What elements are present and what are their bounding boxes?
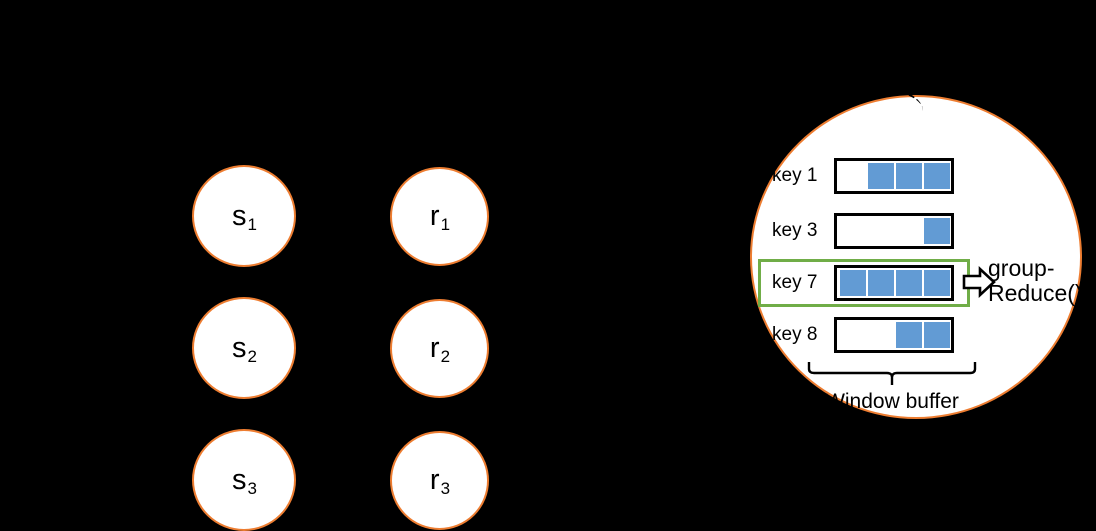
operator-circle-r2[interactable]: r2 <box>390 299 489 398</box>
buffer-slot-filled <box>924 163 950 189</box>
group-reduce-label: group- Reduce() <box>988 256 1083 306</box>
buffer-slot-filled <box>868 270 894 296</box>
buffer-row-key-8[interactable]: key 8 <box>772 316 954 354</box>
buffer-slot-empty <box>868 218 894 244</box>
operator-label-s1: s1 <box>232 199 257 234</box>
buffer-slot-empty <box>840 163 866 189</box>
buffer-slot-filled <box>924 218 950 244</box>
operator-label-s2: s2 <box>232 331 257 366</box>
window-buffer-caption: Window buffer <box>825 390 959 413</box>
operator-circle-r1[interactable]: r1 <box>390 167 489 266</box>
key-label: key 7 <box>772 272 818 293</box>
key-label: key 8 <box>772 324 818 345</box>
buffer-track <box>834 317 954 353</box>
buffer-slot-filled <box>896 163 922 189</box>
buffer-slot-filled <box>924 322 950 348</box>
operator-circle-s2[interactable]: s2 <box>192 297 296 399</box>
buffer-slot-empty <box>840 218 866 244</box>
buffer-slot-filled <box>924 270 950 296</box>
operator-circle-s1[interactable]: s1 <box>192 165 296 267</box>
operator-label-r2: r2 <box>429 332 451 366</box>
buffer-slot-filled <box>896 322 922 348</box>
dashed-arc-decoration <box>843 88 923 111</box>
buffer-slot-filled <box>840 270 866 296</box>
buffer-track <box>834 213 954 249</box>
buffer-row-key-7[interactable]: key 7 <box>772 264 954 302</box>
buffer-track <box>834 265 954 301</box>
key-label: key 1 <box>772 165 818 186</box>
operator-label-r3: r3 <box>429 464 451 498</box>
buffer-slot-filled <box>868 163 894 189</box>
buffer-slot-empty <box>840 322 866 348</box>
buffer-slot-empty <box>896 218 922 244</box>
operator-label-r1: r1 <box>429 200 451 234</box>
block-arrow-icon <box>962 266 996 298</box>
buffer-slot-filled <box>896 270 922 296</box>
buffer-row-key-1[interactable]: key 1 <box>772 157 954 195</box>
operator-circle-r3[interactable]: r3 <box>390 431 489 530</box>
buffer-track <box>834 158 954 194</box>
group-reduce-line2: Reduce() <box>988 279 1083 306</box>
buffer-slot-empty <box>868 322 894 348</box>
buffer-row-key-3[interactable]: key 3 <box>772 212 954 250</box>
operator-label-s3: s3 <box>232 463 257 498</box>
highlight-frame-key7 <box>758 259 970 307</box>
window-operator-circle[interactable] <box>750 95 1082 419</box>
group-reduce-line1: group- <box>988 255 1055 281</box>
window-buffer-brace-icon <box>806 360 978 386</box>
key-label: key 3 <box>772 220 818 241</box>
